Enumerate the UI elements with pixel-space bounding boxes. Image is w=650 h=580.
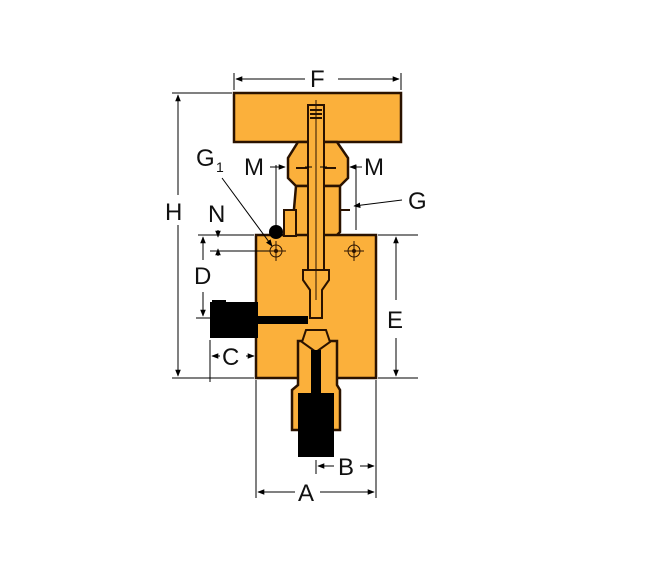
- mounting-holes: [266, 241, 364, 261]
- label-H: H: [165, 199, 182, 226]
- label-G: G: [408, 188, 427, 215]
- side-port-fitting: [210, 302, 258, 338]
- bottom-port-fitting: [298, 393, 334, 457]
- lock-knob: [269, 225, 283, 239]
- bonnet-packing-right: [323, 167, 336, 186]
- label-D: D: [194, 263, 211, 290]
- jam-nut: [283, 209, 297, 237]
- label-B: B: [338, 454, 354, 481]
- label-G1: G: [196, 145, 215, 172]
- label-F: F: [310, 66, 325, 93]
- black-parts: [210, 225, 334, 457]
- label-M-right: M: [364, 154, 384, 181]
- label-M-left: M: [244, 154, 264, 181]
- label-C: C: [222, 344, 239, 371]
- label-G1-subscript: 1: [216, 159, 224, 175]
- label-E: E: [387, 307, 403, 334]
- side-passage: [258, 316, 308, 324]
- bottom-passage: [311, 350, 321, 394]
- label-A: A: [298, 480, 314, 507]
- label-N: N: [208, 201, 225, 228]
- dimension-lines: [172, 73, 418, 498]
- bonnet-packing-left: [296, 167, 309, 186]
